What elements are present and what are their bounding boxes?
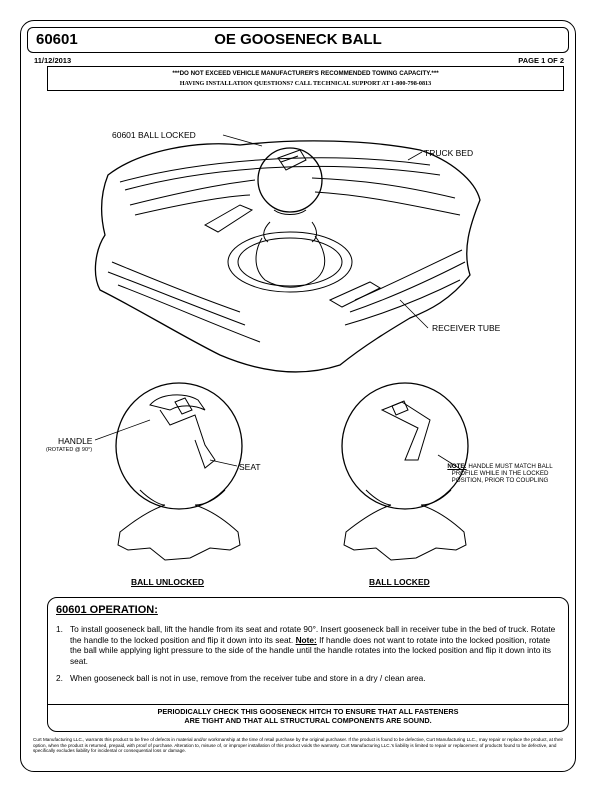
ball-unlocked-illustration — [115, 382, 243, 561]
operation-title: 60601 OPERATION: — [56, 604, 158, 616]
ball-locked-caption: BALL LOCKED — [369, 577, 430, 587]
tech-support-line: HAVING INSTALLATION QUESTIONS? CALL TECH… — [179, 80, 432, 87]
part-number: 60601 — [36, 31, 78, 48]
seat-callout: SEAT — [239, 462, 261, 472]
page-border — [20, 20, 576, 772]
seat-leader — [209, 459, 238, 467]
truck-bed-leader — [407, 151, 423, 161]
handle-rotation-callout: (ROTATED @ 90°) — [46, 447, 93, 453]
truck-bed-illustration — [94, 140, 481, 373]
check-line-1: PERIODICALLY CHECK THIS GOOSENECK HITCH … — [157, 707, 459, 716]
step-number: 2. — [56, 673, 63, 683]
operation-steps: 1. To install gooseneck ball, lift the h… — [56, 624, 556, 691]
step-number: 1. — [56, 624, 63, 634]
ball-unlocked-caption: BALL UNLOCKED — [131, 577, 205, 587]
step-2-text: When gooseneck ball is not in use, remov… — [70, 673, 426, 683]
receiver-tube-leader — [399, 299, 429, 329]
operation-section: 60601 OPERATION: 1. To install gooseneck… — [47, 597, 569, 732]
periodic-check-warning: PERIODICALLY CHECK THIS GOOSENECK HITCH … — [48, 707, 568, 725]
title-box: 60601 OE GOOSENECK BALL — [27, 27, 569, 53]
document-date: 11/12/2013 — [34, 56, 72, 65]
warning-box: ***DO NOT EXCEED VEHICLE MANUFACTURER'S … — [47, 66, 564, 91]
coupling-note: NOTE: HANDLE MUST MATCH BALL PROFILE WHI… — [436, 463, 564, 484]
section-divider — [48, 704, 568, 705]
note-leader — [437, 454, 463, 471]
step-1-note-text: If handle does not want to rotate into t… — [70, 634, 552, 666]
warranty-disclaimer: Curt Manufacturing LLC., warrants this p… — [33, 737, 564, 754]
step-1-text: To install gooseneck ball, lift the hand… — [70, 624, 556, 645]
check-line-2: ARE TIGHT AND THAT ALL STRUCTURAL COMPON… — [184, 716, 432, 725]
truck-bed-callout: TRUCK BED — [424, 148, 474, 158]
ball-locked-illustration — [341, 382, 469, 561]
operation-step-2: 2. When gooseneck ball is not in use, re… — [56, 673, 556, 684]
note-label: NOTE: — [447, 463, 467, 470]
ball-locked-callout: 60601 BALL LOCKED — [112, 130, 196, 140]
page-indicator: PAGE 1 OF 2 — [518, 56, 564, 65]
note-text: HANDLE MUST MATCH BALL PROFILE WHILE IN … — [451, 463, 553, 484]
operation-step-1: 1. To install gooseneck ball, lift the h… — [56, 624, 556, 666]
document-title: OE GOOSENECK BALL — [214, 31, 382, 48]
towing-capacity-warning: ***DO NOT EXCEED VEHICLE MANUFACTURER'S … — [172, 70, 439, 77]
step-1-note-label: Note: — [295, 634, 317, 645]
ball-locked-leader — [222, 134, 263, 147]
handle-callout: HANDLE — [58, 436, 93, 446]
handle-leader — [94, 419, 151, 441]
receiver-tube-callout: RECEIVER TUBE — [432, 323, 501, 333]
